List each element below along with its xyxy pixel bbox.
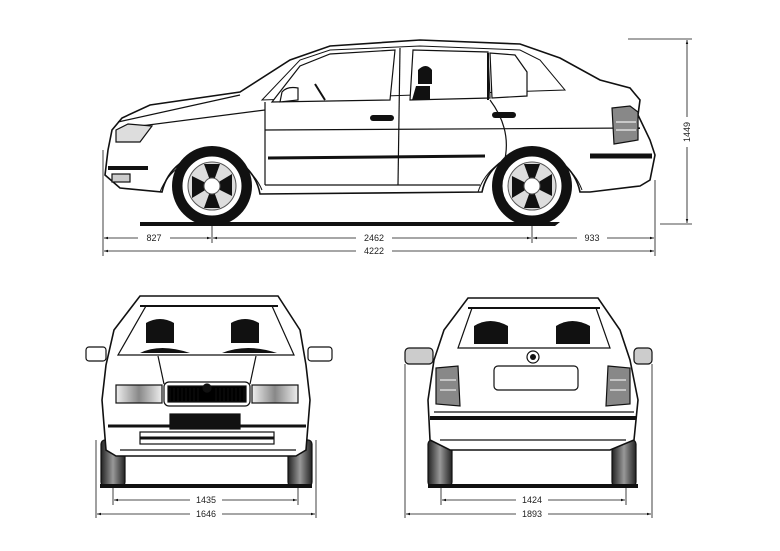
side-view: [104, 39, 656, 226]
ground-shadow: [140, 222, 560, 226]
quarter-window: [489, 52, 528, 99]
height-label: 1449: [682, 122, 692, 142]
grille-slats: [169, 388, 245, 401]
front-window: [270, 49, 396, 103]
wheelbase-label: 2462: [364, 233, 384, 243]
front-badge-icon: [202, 383, 212, 393]
front-windshield: [116, 305, 295, 356]
rear-wheel: [492, 146, 572, 226]
rear-overhang-label: 933: [584, 233, 599, 243]
front-view: [85, 295, 333, 488]
front-wheel: [172, 146, 252, 226]
rear-width-label: 1893: [522, 509, 542, 519]
overall-length-label: 4222: [364, 246, 384, 256]
rear-track-label: 1424: [522, 495, 542, 505]
front-overhang-label: 827: [146, 233, 161, 243]
front-track-label: 1435: [196, 495, 216, 505]
rear-view: [404, 297, 653, 488]
front-width-label: 1646: [196, 509, 216, 519]
